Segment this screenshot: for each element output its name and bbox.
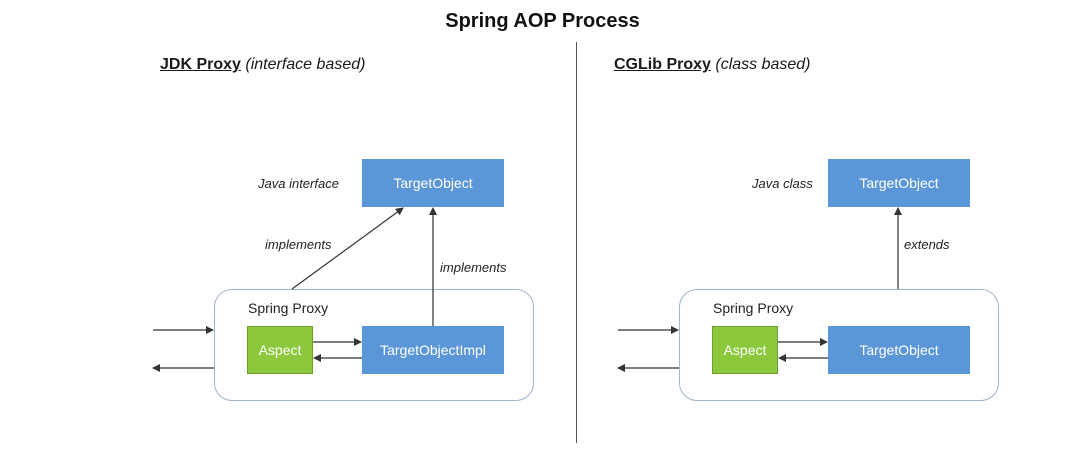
cglib-proxy-heading: CGLib Proxy (class based) bbox=[614, 56, 811, 74]
extends-label: extends bbox=[904, 237, 950, 252]
jdk-proxy-heading-main: JDK Proxy bbox=[160, 56, 241, 73]
jdk-spring-proxy-container bbox=[214, 289, 534, 401]
implements-arrow-diagonal bbox=[291, 207, 404, 290]
cglib-proxy-heading-main: CGLib Proxy bbox=[614, 56, 711, 73]
jdk-spring-proxy-label: Spring Proxy bbox=[248, 300, 329, 316]
jdk-target-object-box: TargetObject bbox=[362, 159, 504, 207]
jdk-proxy-heading-note: (interface based) bbox=[245, 56, 366, 73]
diagram-title: Spring AOP Process bbox=[445, 10, 640, 32]
jdk-target-object-impl-box: TargetObjectImpl bbox=[362, 326, 504, 374]
java-interface-label: Java interface bbox=[258, 176, 339, 191]
center-divider bbox=[576, 42, 577, 443]
jdk-aspect-box: Aspect bbox=[247, 326, 313, 374]
implements-label-right: implements bbox=[440, 260, 507, 275]
jdk-proxy-heading: JDK Proxy (interface based) bbox=[160, 56, 365, 74]
cglib-spring-proxy-container bbox=[679, 289, 999, 401]
cglib-spring-proxy-label: Spring Proxy bbox=[713, 300, 794, 316]
java-class-label: Java class bbox=[752, 176, 813, 191]
cglib-target-object-box: TargetObject bbox=[828, 159, 970, 207]
cglib-aspect-box: Aspect bbox=[712, 326, 778, 374]
cglib-proxy-heading-note: (class based) bbox=[715, 56, 811, 73]
implements-label-left: implements bbox=[265, 237, 332, 252]
cglib-target-object-inner-box: TargetObject bbox=[828, 326, 970, 374]
